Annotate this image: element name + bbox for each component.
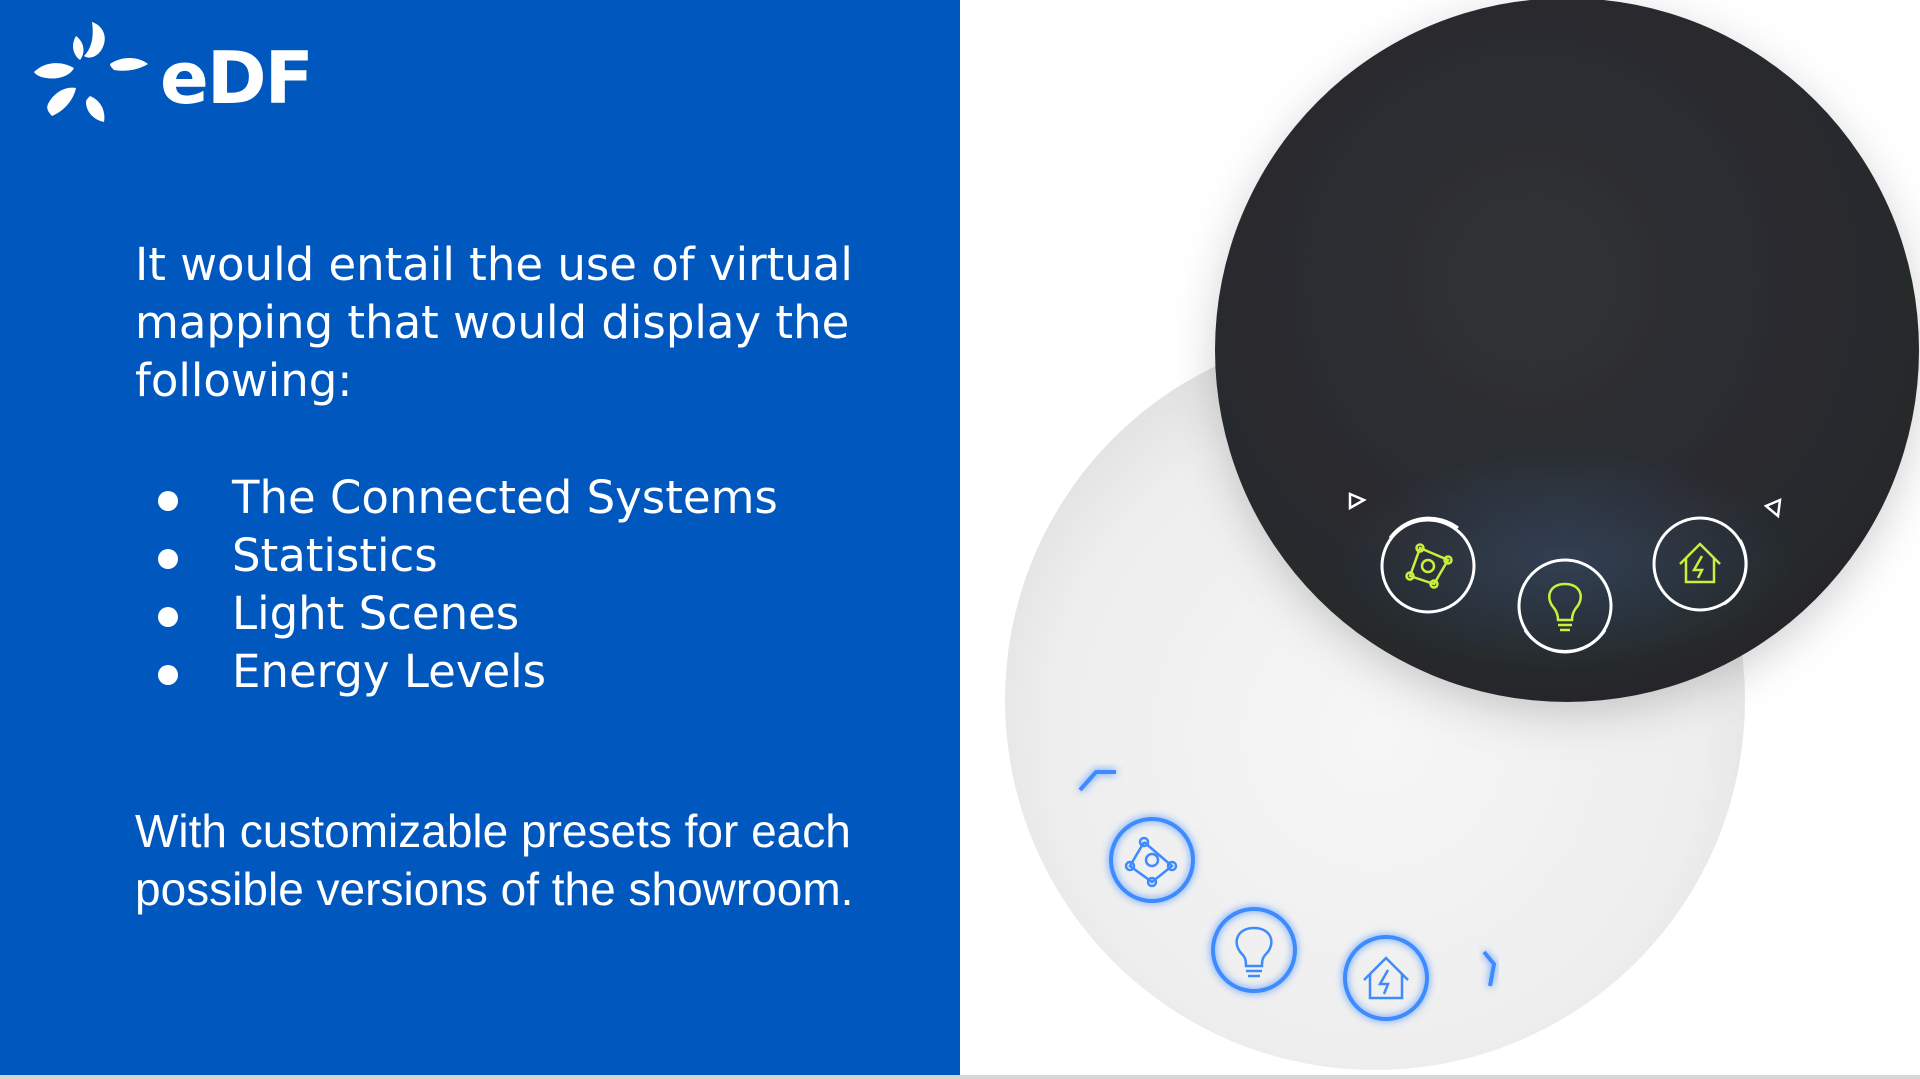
corner-marker-icon (1763, 497, 1782, 519)
connected-systems-icon[interactable] (1109, 817, 1195, 903)
intro-paragraph: It would entail the use of virtual mappi… (135, 238, 853, 407)
light-bulb-icon[interactable] (1211, 907, 1297, 993)
list-item-label: Statistics (232, 529, 438, 582)
list-item: Statistics (150, 527, 778, 585)
list-item: Light Scenes (150, 585, 778, 643)
bullet-dot-icon (158, 491, 178, 511)
light-bulb-icon[interactable] (1517, 558, 1613, 654)
edf-wordmark: eDF (160, 36, 314, 120)
energy-house-icon[interactable] (1652, 516, 1748, 612)
list-item-label: The Connected Systems (232, 471, 778, 524)
list-item-label: Light Scenes (232, 587, 520, 640)
corner-bracket-icon (1078, 770, 1116, 792)
blue-text-panel: eDF It would entail the use of virtual m… (0, 0, 960, 1075)
closing-paragraph: With customizable presets for each possi… (135, 805, 854, 915)
corner-marker-icon (1348, 492, 1367, 511)
list-item: The Connected Systems (150, 469, 778, 527)
list-item-label: Energy Levels (232, 645, 547, 698)
slide-bottom-border (0, 1075, 1920, 1079)
bullet-dot-icon (158, 549, 178, 569)
list-item: Energy Levels (150, 643, 778, 701)
energy-house-icon[interactable] (1343, 935, 1429, 1021)
edf-logo: eDF (30, 16, 314, 136)
corner-bracket-icon (1482, 950, 1497, 987)
edf-flower-icon (34, 22, 148, 122)
control-dials-illustration (1005, 0, 1919, 1070)
feature-list: The Connected Systems Statistics Light S… (150, 469, 778, 701)
bullet-dot-icon (158, 665, 178, 685)
bullet-dot-icon (158, 607, 178, 627)
connected-systems-icon[interactable] (1380, 516, 1476, 614)
